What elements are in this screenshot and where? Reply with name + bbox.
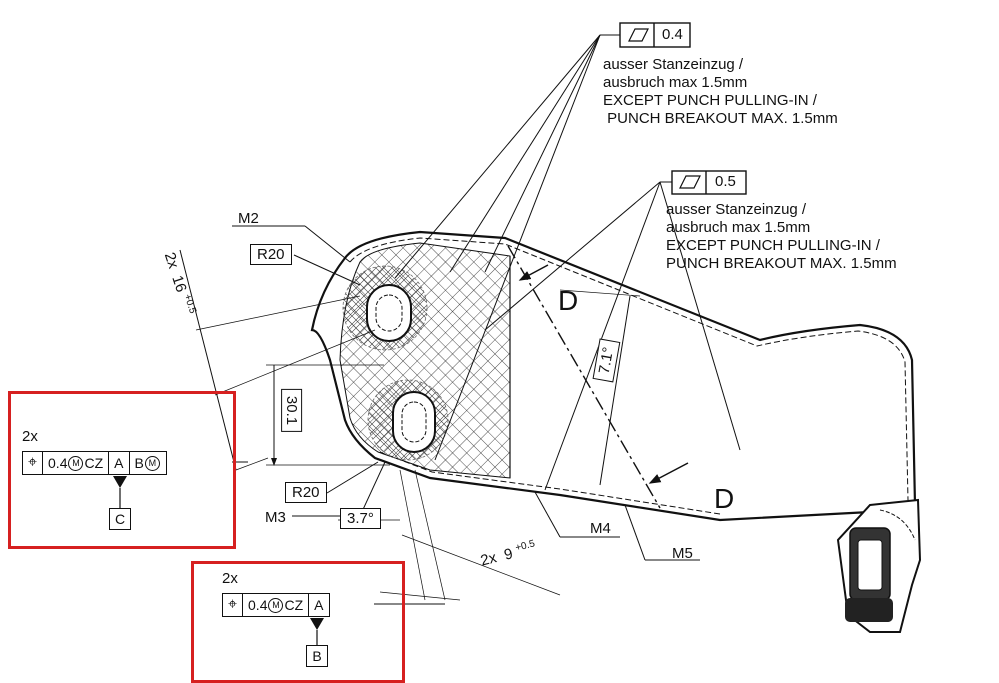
- datum-feature-symbol: [113, 476, 127, 510]
- label-r20-top: R20: [250, 244, 292, 265]
- label-m3: M3: [265, 509, 286, 526]
- section-mark-d-bottom: D: [714, 483, 735, 514]
- label-m5: M5: [672, 545, 693, 562]
- mmc-modifier-icon: M: [144, 455, 160, 471]
- slot-lower: [392, 391, 436, 453]
- dim-angle-3-7: 3.7°: [340, 508, 381, 529]
- label-r20-bottom: R20: [285, 482, 327, 503]
- flatness-top-value: 0.4: [662, 26, 683, 43]
- highlight-box-left: [8, 391, 236, 549]
- mmc-modifier-icon: M: [268, 597, 284, 613]
- flatness-mid-note: ausser Stanzeinzug / ausbruch max 1.5mm …: [666, 201, 897, 272]
- dim-30-1: 30.1: [281, 388, 303, 433]
- position-icon: ⌖: [223, 594, 244, 616]
- datum-label-b: B: [306, 645, 328, 667]
- label-m4: M4: [590, 520, 611, 537]
- fcf-left-count: 2x: [22, 428, 38, 445]
- mmc-modifier-icon: M: [68, 455, 84, 471]
- datum-label-c: C: [109, 508, 131, 530]
- flatness-frame-mid: [671, 170, 747, 195]
- slot-upper: [366, 284, 412, 342]
- flatness-top-note: ausser Stanzeinzug / ausbruch max 1.5mm …: [603, 56, 838, 127]
- flatness-mid-value: 0.5: [715, 173, 736, 190]
- fcf-bottom-count: 2x: [222, 570, 238, 587]
- label-m2: M2: [238, 210, 259, 227]
- flatness-frame-top: [619, 22, 691, 48]
- position-icon: ⌖: [23, 452, 44, 474]
- section-mark-d-top: D: [558, 285, 579, 316]
- connector-detail: [836, 498, 922, 633]
- datum-feature-symbol: [310, 618, 324, 646]
